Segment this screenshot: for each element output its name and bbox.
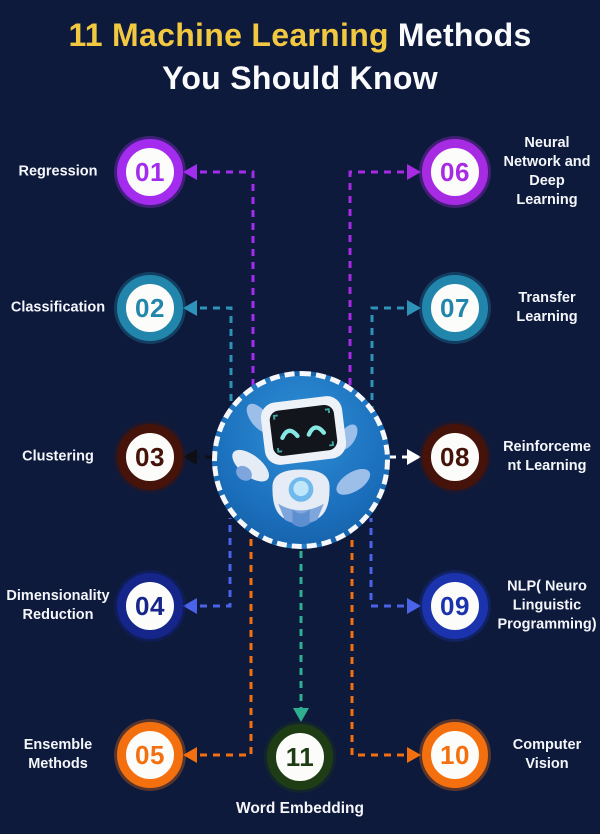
arrowhead-neural-network: [407, 164, 421, 180]
label-computer-vision: Computer Vision: [512, 736, 582, 772]
robot-illustration: [232, 396, 371, 527]
label-dimensionality-reduction: Dimensionality Reduction: [6, 587, 110, 623]
center-robot-circle: [212, 371, 390, 549]
label-word-embedding: Word Embedding: [235, 800, 364, 817]
node-circle-10: 10: [422, 722, 488, 788]
node-circle-01: 01: [117, 139, 183, 205]
connector-transfer: [370, 306, 417, 428]
node-circle-06: 06: [422, 139, 488, 205]
node-number-01: 01: [135, 156, 165, 187]
connector-computer-vision: [350, 535, 417, 757]
robot-mascot-icon: [232, 396, 371, 527]
arrowhead-dimensionality: [183, 598, 197, 614]
connector-regression: [187, 170, 255, 402]
node-circle-02: 02: [117, 275, 183, 341]
label-nlp: NLP( Neuro Linguistic Programming): [497, 578, 597, 633]
connector-neural-network: [348, 170, 417, 402]
title-highlight: 11 Machine Learning: [68, 17, 389, 53]
arrowhead-classification: [183, 300, 197, 316]
connector-classification: [187, 306, 233, 428]
label-clustering: Clustering: [22, 448, 94, 465]
arrowhead-transfer: [407, 300, 421, 316]
connector-nlp: [369, 518, 417, 608]
arrowhead-nlp: [407, 598, 421, 614]
title-rest: Methods: [397, 17, 532, 53]
node-circle-08: 08: [422, 424, 488, 490]
arrowhead-clustering: [183, 449, 197, 465]
node-number-10: 10: [440, 739, 470, 770]
node-number-05: 05: [135, 739, 165, 770]
connector-dimensionality: [187, 518, 232, 608]
arrowhead-word-embedding: [293, 708, 309, 722]
node-number-07: 07: [440, 292, 470, 323]
arrowhead-ensemble: [183, 747, 197, 763]
node-number-06: 06: [440, 156, 470, 187]
node-number-09: 09: [440, 590, 470, 621]
label-regression: Regression: [18, 163, 98, 180]
node-circle-07: 07: [422, 275, 488, 341]
node-number-02: 02: [135, 292, 165, 323]
label-classification: Classification: [10, 299, 106, 316]
node-number-03: 03: [135, 441, 165, 472]
label-reinforcement-learning: Reinforceme nt Learning: [503, 438, 591, 474]
node-circle-03: 03: [117, 424, 183, 490]
arrowhead-regression: [183, 164, 197, 180]
node-circle-04: 04: [117, 573, 183, 639]
title-line2: You Should Know: [162, 60, 438, 97]
node-circle-09: 09: [422, 573, 488, 639]
label-ensemble-methods: Ensemble Methods: [23, 736, 93, 772]
node-number-04: 04: [135, 590, 165, 621]
node-number-11: 11: [285, 741, 315, 772]
node-circle-05: 05: [117, 722, 183, 788]
label-transfer-learning: Transfer Learning: [516, 289, 578, 325]
connector-ensemble: [187, 535, 253, 757]
arrowhead-reinforcement: [407, 449, 421, 465]
node-circle-11: 11: [267, 724, 333, 790]
node-number-08: 08: [440, 441, 470, 472]
label-neural-network: Neural Network and Deep Learning: [503, 134, 591, 209]
arrowhead-computer-vision: [407, 747, 421, 763]
